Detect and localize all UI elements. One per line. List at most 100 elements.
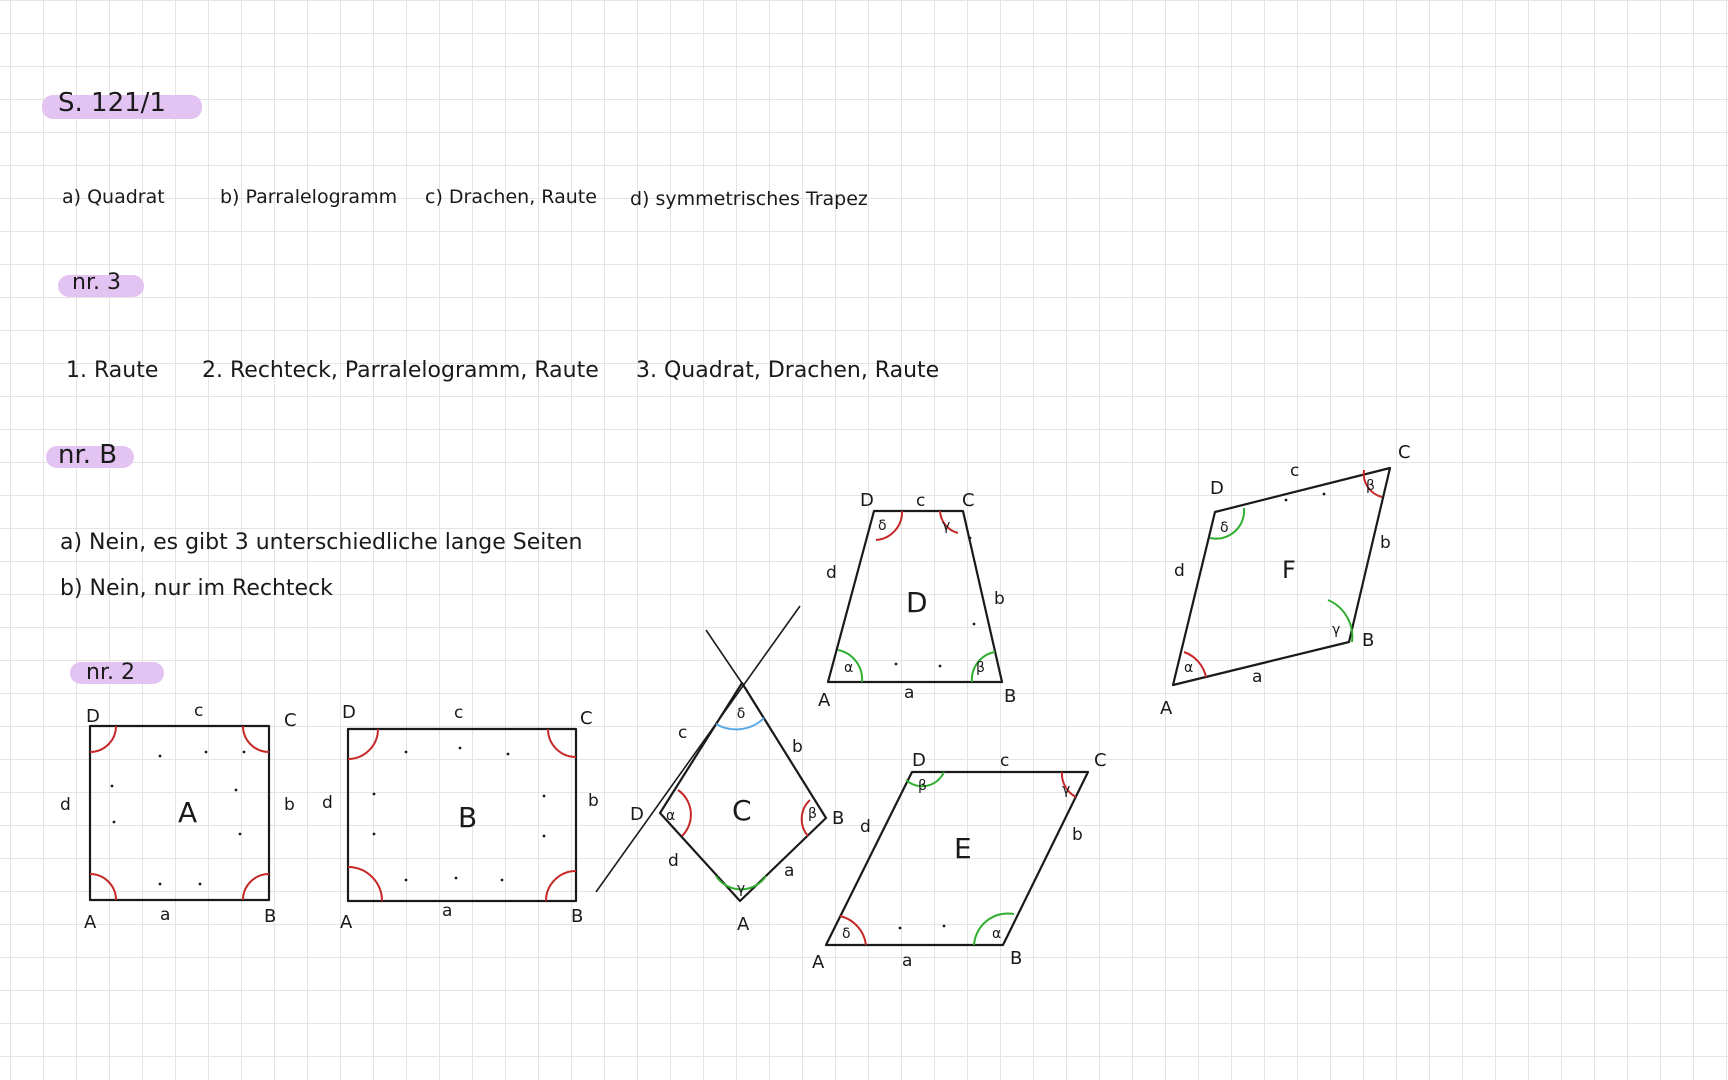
figure-C-angle-gamma [715, 875, 767, 891]
figure-F-angle-delta [1209, 507, 1246, 540]
figure-C-label-beta: β [808, 806, 817, 822]
construction-dots [110, 492, 1326, 930]
figure-F-vertex-B: B [1362, 630, 1374, 651]
figure-A-side-a: a [160, 905, 170, 925]
figure-C-label-alpha: α [666, 808, 675, 824]
figure-F-label-beta: β [1366, 478, 1375, 494]
figure-B-side-c: c [454, 703, 463, 723]
figure-A-angle-C [242, 725, 270, 753]
figure-A-angle-A [89, 873, 117, 901]
figure-C-angle-delta [715, 717, 765, 731]
highlight-s121 [42, 95, 202, 119]
figure-B-vertex-B: B [571, 906, 583, 927]
figure-C-side-c: c [678, 723, 687, 743]
figure-E-angle-delta [839, 915, 867, 946]
figure-D-angle-beta [970, 651, 996, 683]
figure-B-side-b: b [588, 791, 599, 811]
figure-C-kite [658, 681, 828, 903]
figure-D-vertex-B: B [1004, 686, 1016, 707]
figure-C-vertex-A: A [737, 914, 750, 935]
figure-E-angle-beta-arc [905, 771, 945, 788]
figure-A-vertex-B: B [264, 906, 276, 927]
figure-D-angle-alpha [837, 649, 864, 683]
figure-E-label-alpha: α [992, 926, 1001, 942]
highlight-nrB [46, 446, 134, 468]
figure-D-side-c: c [916, 491, 925, 511]
figure-D-label-alpha: α [844, 660, 853, 676]
figure-F-rhombus [1171, 466, 1392, 687]
heading-nr3: nr. 3 [72, 270, 121, 295]
figure-E-side-a: a [902, 951, 912, 971]
figure-A-side-b: b [284, 795, 295, 815]
figure-E-side-d: d [860, 817, 871, 837]
figure-B-angle-B [545, 870, 577, 902]
figure-E-label-beta: β [918, 778, 927, 794]
figure-D-side-d: d [826, 563, 837, 583]
s121-answer-c: c) Drachen, Raute [425, 186, 597, 208]
figure-E-side-c: c [1000, 751, 1009, 771]
figure-B-side-a: a [442, 901, 452, 921]
figure-D-vertex-C: C [962, 490, 975, 511]
figure-A-square [88, 724, 271, 902]
figure-C-angle-alpha [677, 789, 692, 837]
heading-nrB: nr. B [58, 440, 118, 470]
figure-E-angle-gamma [1060, 771, 1077, 798]
figure-D-vertex-D: D [860, 490, 874, 511]
figure-F-angle-beta [1362, 469, 1383, 498]
figure-D-label-beta: β [976, 660, 985, 676]
figure-B-angle-A [347, 866, 383, 902]
figure-F-angle-gamma [1327, 599, 1354, 643]
figure-D-angle-delta [875, 510, 904, 541]
figure-A-vertex-C: C [284, 710, 297, 731]
figure-A-name: A [178, 796, 197, 829]
figure-B-side-d: d [322, 793, 333, 813]
figure-C-vertex-D: D [630, 804, 644, 825]
figure-A-side-c: c [194, 701, 203, 721]
heading-s121: S. 121/1 [58, 88, 166, 118]
figure-D-side-b: b [994, 589, 1005, 609]
nrB-answer-a: a) Nein, es gibt 3 unterschiedliche lang… [60, 530, 583, 555]
figure-A-vertex-D: D [86, 706, 100, 727]
figure-F-side-a: a [1252, 667, 1262, 687]
figure-D-vertex-A: A [818, 690, 831, 711]
figure-C-label-gamma: γ [737, 881, 745, 897]
figure-E-label-delta: δ [842, 926, 851, 942]
figure-B-vertex-A: A [340, 912, 353, 933]
figure-C-vertex-B: B [832, 808, 844, 829]
figure-C-side-b: b [792, 737, 803, 757]
nr3-answer-2: 2. Rechteck, Parralelogramm, Raute [202, 358, 599, 383]
figure-D-trapezoid [826, 509, 1004, 684]
figure-E-vertex-A: A [812, 952, 825, 973]
figure-D-side-a: a [904, 683, 914, 703]
figure-F-vertex-C: C [1398, 442, 1411, 463]
figure-F-vertex-D: D [1210, 478, 1224, 499]
figure-B-rectangle [346, 727, 578, 903]
nr3-answer-3: 3. Quadrat, Drachen, Raute [636, 358, 940, 383]
figure-D-name: D [906, 586, 928, 619]
figure-A-side-d: d [60, 795, 71, 815]
figure-C-angle-beta [800, 799, 811, 837]
figure-E-parallelogram [824, 770, 1090, 947]
highlight-nr3 [58, 275, 144, 297]
figure-B-angle-D [347, 728, 379, 760]
nrB-answer-b: b) Nein, nur im Rechteck [60, 576, 333, 601]
figure-C-side-a: a [784, 861, 794, 881]
figure-D-angle-gamma [939, 510, 959, 534]
figure-A-angle-B [242, 873, 270, 901]
figure-B-vertex-C: C [580, 708, 593, 729]
figure-F-name: F [1282, 556, 1296, 584]
figure-E-angle-alpha [973, 912, 1015, 946]
figure-F-label-alpha: α [1184, 660, 1193, 676]
figure-B-name: B [458, 801, 477, 834]
figure-C-side-d: d [668, 851, 679, 871]
figure-D-label-gamma: γ [942, 518, 950, 534]
figure-B-angle-C [547, 728, 577, 758]
figure-C-extension-right [705, 629, 749, 693]
figure-E-vertex-B: B [1010, 948, 1022, 969]
s121-answer-a: a) Quadrat [62, 186, 165, 208]
figure-E-vertex-D: D [912, 750, 926, 771]
heading-nr2: nr. 2 [86, 660, 135, 685]
figure-D-label-delta: δ [878, 518, 887, 534]
figure-C-extension-left [595, 605, 801, 893]
